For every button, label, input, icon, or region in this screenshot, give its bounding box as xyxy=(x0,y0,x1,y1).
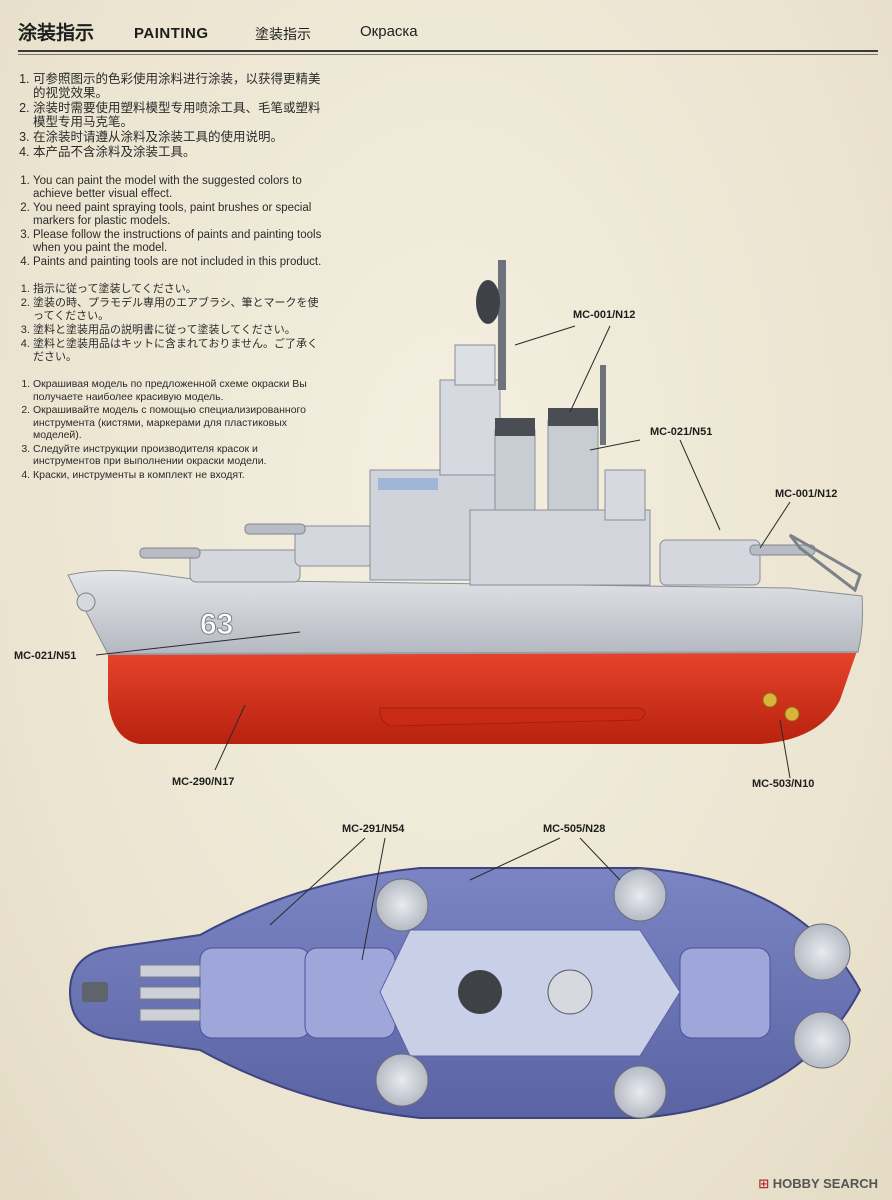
propeller-icon xyxy=(784,706,800,722)
forward-turret-2 xyxy=(294,525,376,567)
secondary-mount xyxy=(613,868,667,922)
gun-barrel xyxy=(139,964,201,978)
instruction-item: Окрашивайте модель с помощью специализир… xyxy=(33,404,318,442)
hull-lower xyxy=(108,648,858,744)
radar-dish xyxy=(476,280,500,324)
bridge-windows xyxy=(378,478,438,490)
callout-deck: MC-291/N54 xyxy=(342,823,405,835)
tower-top xyxy=(454,344,496,386)
funnel-1-cap xyxy=(495,418,535,436)
turret-3 xyxy=(679,947,771,1039)
instruction-item: 指示に従って塗装してください。 xyxy=(33,283,328,296)
instructions-ja: 指示に従って塗装してください。 塗装の時、プラモデル専用のエアブラシ、筆とマーク… xyxy=(18,283,328,365)
instruction-item: You need paint spraying tools, paint bru… xyxy=(33,202,328,228)
funnel-2 xyxy=(547,419,599,521)
crane xyxy=(788,533,862,593)
brand-name: HOBBY SEARCH xyxy=(772,1176,878,1191)
header: 涂装指示 PAINTING 塗装指示 Окраска xyxy=(0,18,892,55)
title-ja: 塗装指示 xyxy=(255,26,311,42)
instructions-en: You can paint the model with the suggest… xyxy=(18,175,328,270)
gun-barrel xyxy=(139,986,201,1000)
hull-number: 63 xyxy=(200,608,233,641)
bow-fitting xyxy=(82,982,108,1002)
instruction-item: Следуйте инструкции производителя красок… xyxy=(33,443,318,468)
anchor-icon xyxy=(76,592,96,612)
instruction-item: Окрашивая модель по предложенной схеме о… xyxy=(33,378,318,403)
side-view-ship: 63 xyxy=(67,260,863,744)
midship-block xyxy=(469,509,651,586)
secondary-mount xyxy=(793,923,851,981)
hull-upper xyxy=(67,570,863,655)
instruction-item: 在涂装时请遵从涂料及涂装工具的使用说明。 xyxy=(33,130,328,144)
header-rule xyxy=(18,50,878,52)
boot-line xyxy=(107,651,859,655)
instruction-item: You can paint the model with the suggest… xyxy=(33,175,328,201)
secondary-mount xyxy=(375,1053,429,1107)
callout-mast: MC-001/N12 xyxy=(573,309,636,321)
superstructure-top xyxy=(379,929,681,1057)
callout-hull-lower: MC-290/N17 xyxy=(172,776,235,788)
funnel-2-cap xyxy=(548,408,598,426)
instructions-ru: Окрашивая модель по предложенной схеме о… xyxy=(18,378,318,482)
callout-hull-upper: MC-021/N51 xyxy=(14,650,77,662)
header-rule-thin xyxy=(18,54,878,55)
hull-keel-stripe xyxy=(379,707,646,727)
side-leader-lines xyxy=(95,325,791,779)
funnel-1 xyxy=(494,429,536,521)
instruction-item: 可参照图示的色彩使用涂料进行涂装，以获得更精美的视觉效果。 xyxy=(33,72,328,100)
gun-barrel xyxy=(244,523,306,535)
instruction-item: Краски, инструменты в комплект не входят… xyxy=(33,469,318,482)
instruction-item: Paints and painting tools are not includ… xyxy=(33,256,328,269)
instruction-item: 本产品不含涂料及涂装工具。 xyxy=(33,145,328,159)
gun-barrel xyxy=(139,547,201,559)
secondary-mount xyxy=(793,1011,851,1069)
top-view-ship xyxy=(68,867,862,1119)
callout-crane: MC-001/N12 xyxy=(775,488,838,500)
title-en: PAINTING xyxy=(134,25,209,42)
instruction-item: Please follow the instructions of paints… xyxy=(33,229,328,255)
callout-turrets: MC-505/N28 xyxy=(543,823,606,835)
main-mast xyxy=(498,260,506,390)
funnel-top-2 xyxy=(547,969,593,1015)
instructions-zh: 可参照图示的色彩使用涂料进行涂装，以获得更精美的视觉效果。 涂装时需要使用塑料模… xyxy=(18,72,328,160)
turret-1 xyxy=(199,947,311,1039)
aft-tower xyxy=(604,469,646,521)
brand-logo-icon: ⊞ xyxy=(758,1176,770,1191)
gun-barrel xyxy=(139,1008,201,1022)
instruction-item: 塗装の時、プラモデル専用のエアブラシ、筆とマークを使ってください。 xyxy=(33,297,328,323)
forward-turret-1 xyxy=(189,549,301,583)
title-ru: Окраска xyxy=(360,23,418,40)
propeller-icon xyxy=(762,692,778,708)
footer-watermark: ⊞ HOBBY SEARCH xyxy=(758,1176,878,1192)
top-leader-lines xyxy=(269,837,621,961)
callout-superstructure: MC-021/N51 xyxy=(650,426,713,438)
funnel-top-1 xyxy=(458,970,502,1014)
tower-block xyxy=(439,379,501,476)
secondary-mount xyxy=(375,878,429,932)
instruction-item: 塗料と塗装用品はキットに含まれておりません。ご了承ください。 xyxy=(33,338,328,364)
callout-propeller: MC-503/N10 xyxy=(752,778,815,790)
instruction-item: 涂装时需要使用塑料模型专用喷涂工具、毛笔或塑料模型专用马克笔。 xyxy=(33,101,328,129)
title-zh: 涂装指示 xyxy=(18,23,95,44)
aft-mast xyxy=(600,365,606,445)
secondary-mount xyxy=(613,1065,667,1119)
instruction-item: 塗料と塗装用品の説明書に従って塗装してください。 xyxy=(33,324,328,337)
aft-turret xyxy=(659,539,761,586)
